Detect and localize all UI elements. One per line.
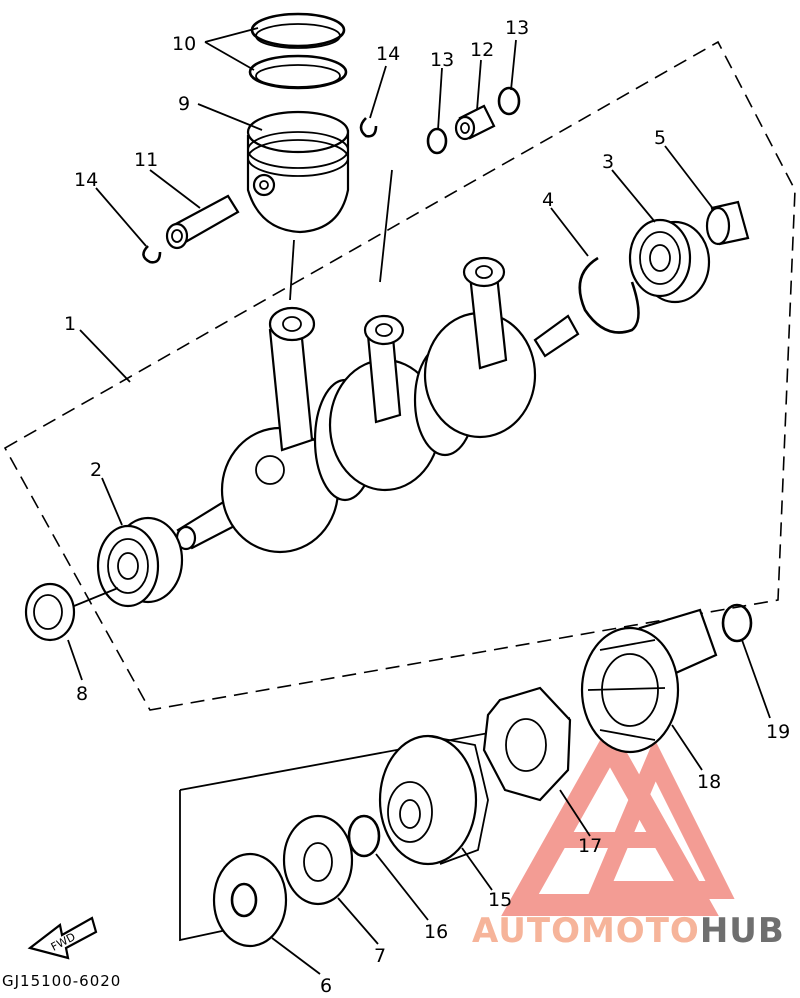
fwd-arrow-icon: FWD <box>27 916 98 960</box>
circlip-4 <box>578 256 640 334</box>
washer-13b <box>497 86 521 116</box>
coupling-15 <box>378 734 489 866</box>
callout-6: 6 <box>320 975 332 993</box>
callout-7: 7 <box>374 945 386 967</box>
piston-pin <box>165 194 240 250</box>
callout-1: 1 <box>64 313 76 335</box>
washer-13a <box>426 127 448 155</box>
watermark-part-b: HUB <box>700 911 785 951</box>
washer-19 <box>721 603 753 643</box>
rubber-damper-17 <box>482 686 572 802</box>
callout-5: 5 <box>654 127 666 149</box>
crank-group-boundary <box>3 40 796 711</box>
piston <box>246 110 350 234</box>
callout-15: 15 <box>488 889 512 911</box>
callout-3: 3 <box>602 151 614 173</box>
callout-19: 19 <box>766 721 790 743</box>
oil-seal-6 <box>212 852 288 948</box>
callout-13a: 13 <box>430 49 454 71</box>
callout-16: 16 <box>424 921 448 943</box>
bearing-2 <box>96 516 184 608</box>
crankshaft <box>175 256 580 554</box>
callout-13b: 13 <box>505 17 529 39</box>
bearing-3 <box>628 218 711 304</box>
oil-seal-8 <box>24 582 119 642</box>
callout-2: 2 <box>90 459 102 481</box>
callout-12: 12 <box>470 39 494 61</box>
washer-16 <box>347 814 381 858</box>
callout-9: 9 <box>178 93 190 115</box>
callout-10: 10 <box>172 33 196 55</box>
piston-rings <box>248 12 348 90</box>
coupling-18 <box>580 608 718 754</box>
watermark-logo <box>501 722 735 916</box>
watermark-text: AUTOMOTOHUB <box>472 911 785 951</box>
bushing-5 <box>705 200 750 246</box>
callout-17: 17 <box>578 835 602 857</box>
leader-lines <box>67 27 771 975</box>
callout-14a: 14 <box>74 169 98 191</box>
circlip-right <box>359 117 378 138</box>
callouts: 10 9 11 14 14 13 12 13 4 3 5 1 2 8 19 18… <box>64 17 790 997</box>
spacer-7 <box>282 814 354 906</box>
callout-4: 4 <box>542 189 554 211</box>
callout-8: 8 <box>76 683 88 705</box>
callout-18: 18 <box>697 771 721 793</box>
needle-bearing-12 <box>454 104 496 141</box>
callout-14b: 14 <box>376 43 400 65</box>
drawing-code: GJ15100-6020 <box>2 972 121 990</box>
callout-11: 11 <box>134 149 158 171</box>
circlip-left <box>142 245 162 264</box>
watermark-part-a: AUTOMOTO <box>472 911 700 951</box>
